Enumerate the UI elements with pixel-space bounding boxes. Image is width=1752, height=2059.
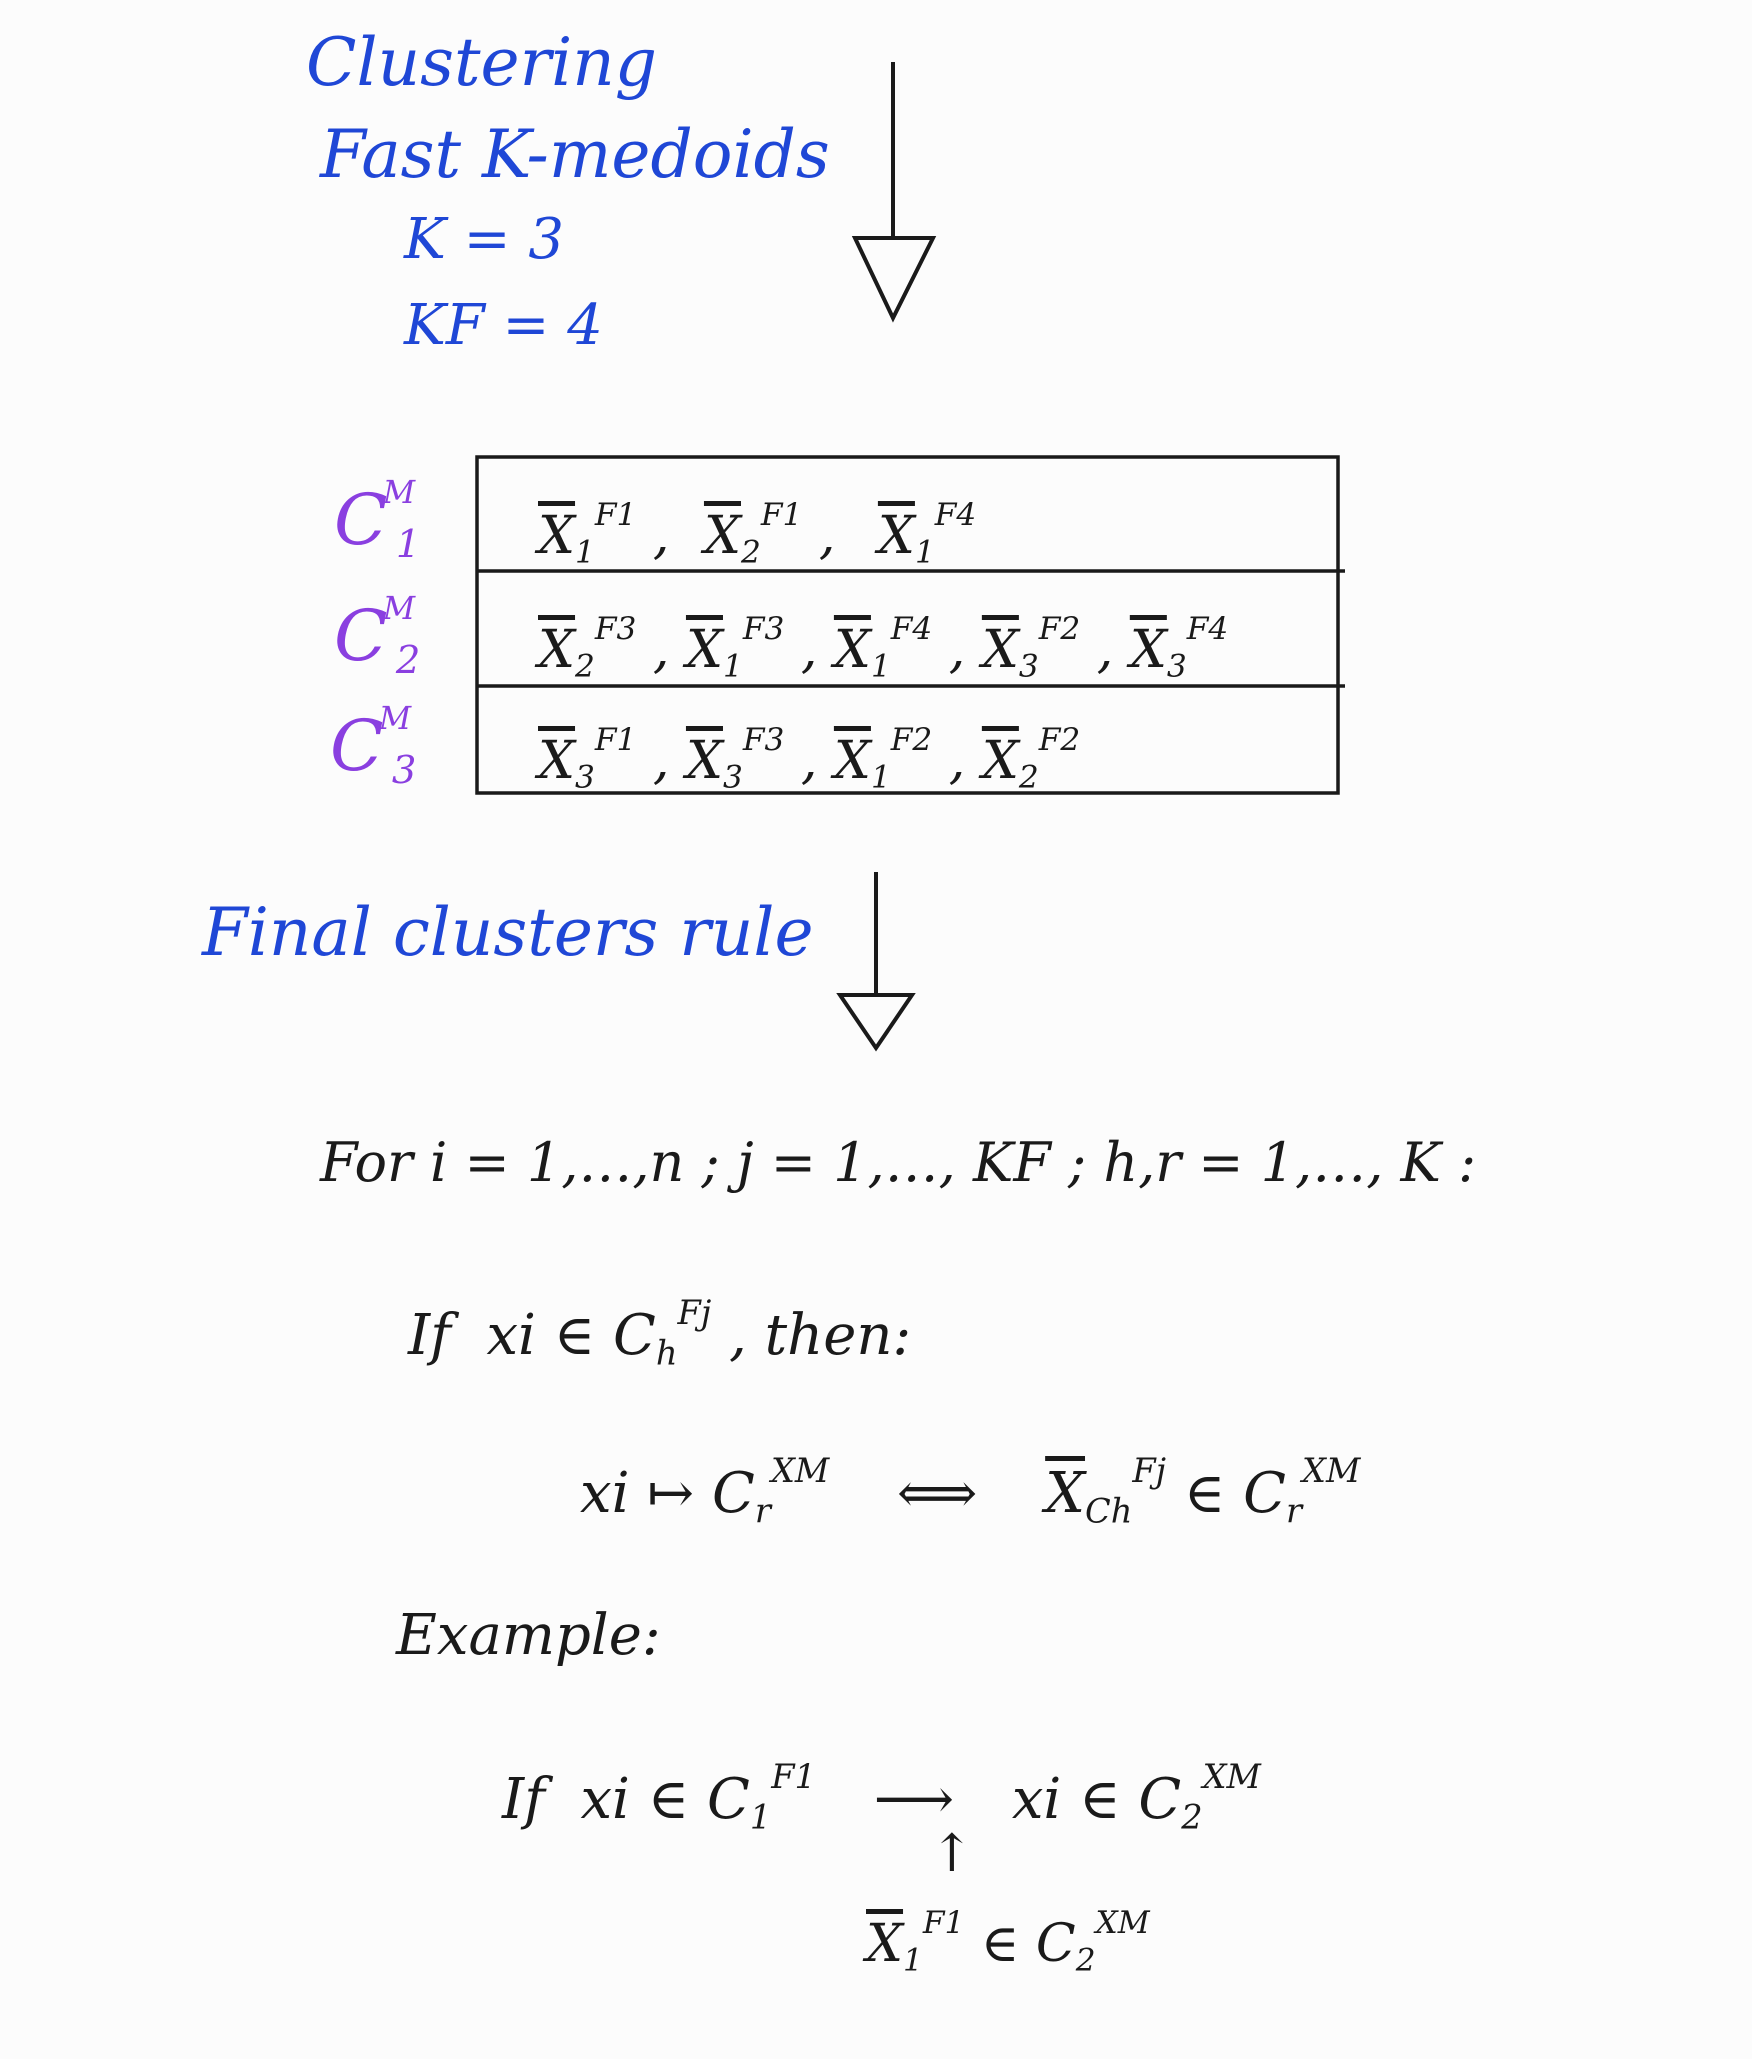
example-if-line: If xi ∈ C1F1 ⟶ xi ∈ C2XM — [502, 1757, 1261, 1837]
cluster-item: X2F2 — [981, 722, 1081, 796]
cluster-row-2: X2F3 , X1F3 , X1F4 , X3F2 , X3F4 — [538, 611, 1229, 685]
cluster-label-3: CM3 — [330, 701, 417, 794]
rule-mapping-line: xi ↦ CrXM ⟺ XChFj ∈ CrXM — [580, 1451, 1361, 1531]
cluster-item: X3F2 — [981, 611, 1081, 685]
header-title: Clustering — [306, 24, 657, 101]
cluster-label-2: CM2 — [334, 591, 421, 684]
rule-if-line: If xi ∈ ChFj , then: — [408, 1293, 912, 1373]
example-up-arrow: ↑ — [930, 1824, 974, 1884]
arrow-head-top — [851, 236, 937, 323]
cluster-item: X2F3 — [538, 611, 637, 685]
cluster-item: X2F1 — [703, 497, 803, 571]
cluster-item: X3F1 — [538, 722, 637, 796]
cluster-row-3: X3F1 , X3F3 , X1F2 , X2F2 — [538, 722, 1081, 796]
cluster-table-border — [475, 455, 1340, 795]
cluster-item: X1F4 — [877, 497, 977, 571]
rule-for-line: For i = 1,…,n ; j = 1,…, KF ; h,r = 1,…,… — [320, 1131, 1477, 1194]
cluster-item: X1F4 — [833, 611, 933, 685]
cluster-row-1: X1F1 , X2F1 , X1F4 — [538, 497, 977, 571]
cluster-item: X1F3 — [685, 611, 785, 685]
cluster-item: X3F4 — [1129, 611, 1229, 685]
cluster-item: X1F2 — [833, 722, 933, 796]
header-method: Fast K-medoids — [320, 116, 830, 193]
rule-title: Final clusters rule — [202, 894, 814, 971]
cluster-label-1: CM1 — [334, 475, 421, 568]
arrow-head-middle — [836, 993, 916, 1052]
cluster-item: X3F3 — [685, 722, 785, 796]
example-reason: X1F1 ∈ C2XM — [866, 1905, 1150, 1979]
cluster-item: X1F1 — [538, 497, 637, 571]
header-kf-param: KF = 4 — [404, 293, 603, 358]
header-k-param: K = 3 — [404, 207, 564, 272]
example-label: Example: — [396, 1603, 661, 1668]
